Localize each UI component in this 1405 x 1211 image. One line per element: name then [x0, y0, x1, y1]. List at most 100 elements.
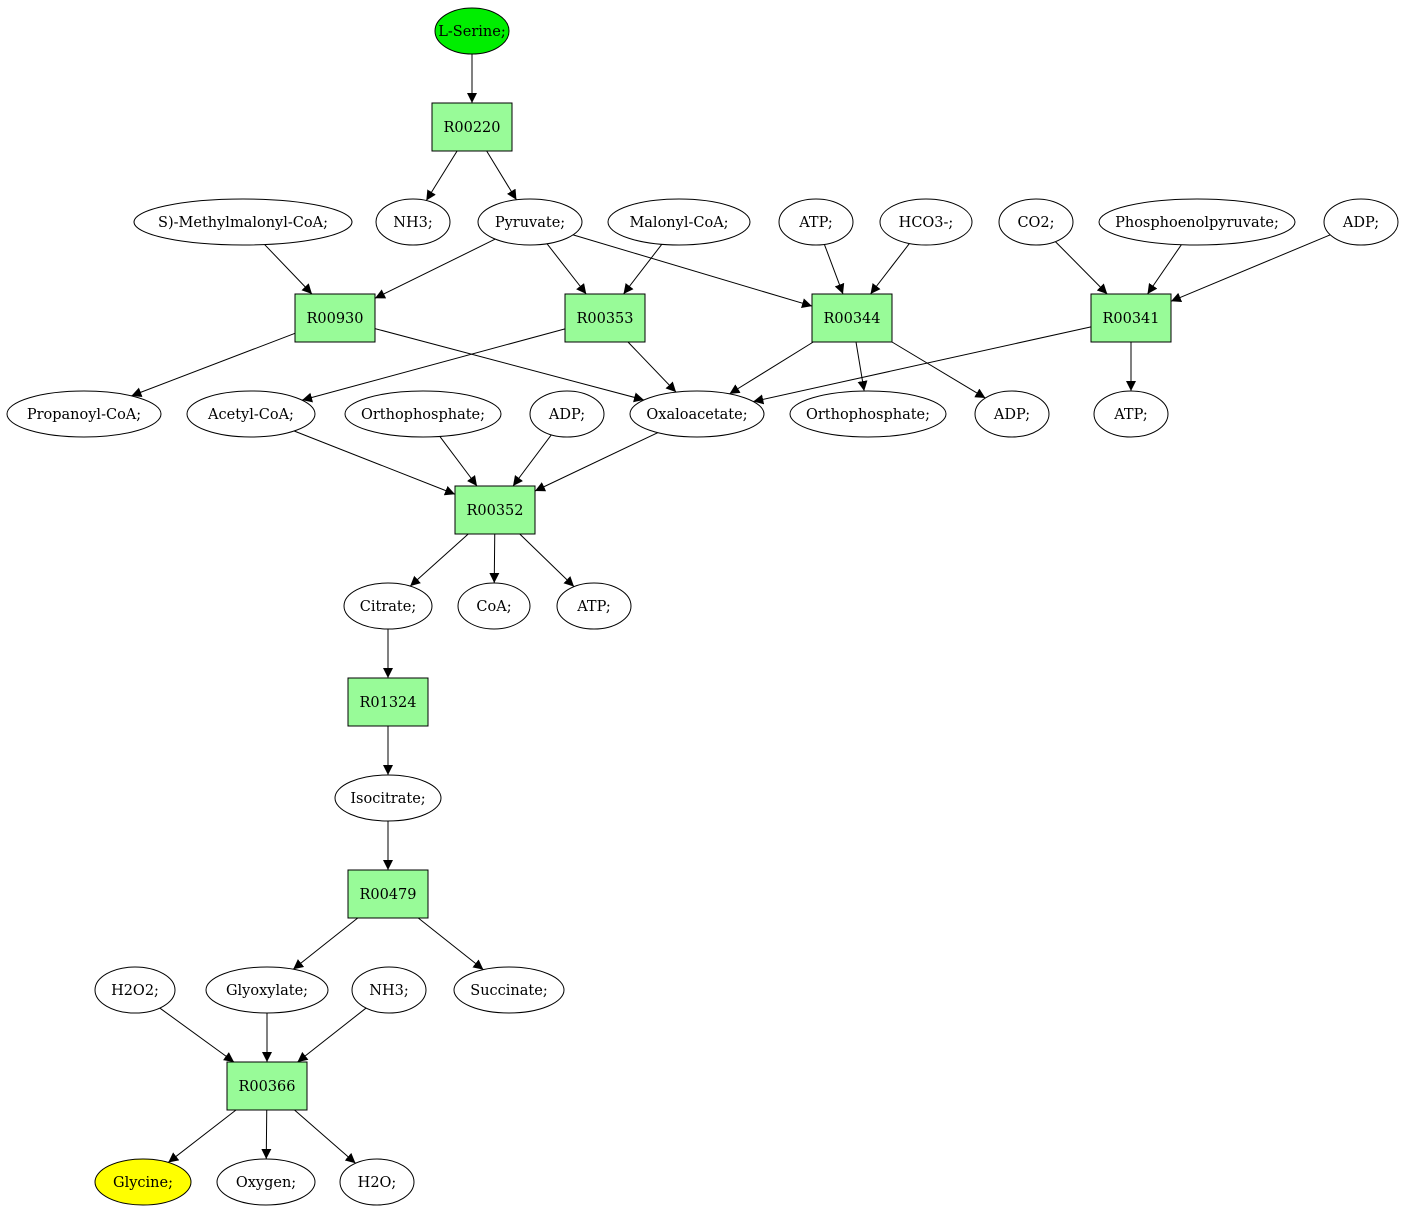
reaction-node-r00353[interactable]: R00353	[564, 293, 646, 343]
compound-node-ortho_b[interactable]: Orthophosphate;	[789, 390, 947, 438]
compound-ellipse	[94, 966, 176, 1014]
compound-node-h2o[interactable]: H2O;	[339, 1158, 415, 1206]
reaction-box	[347, 869, 429, 919]
compound-node-atp_b[interactable]: ATP;	[1093, 390, 1169, 438]
compound-node-acetyl[interactable]: Acetyl-CoA;	[186, 390, 316, 438]
node-label: ADP;	[1342, 215, 1379, 231]
node-label: CO2;	[1017, 215, 1054, 231]
edge-pyruvate-to-r00353	[546, 243, 587, 295]
compound-node-propanoyl[interactable]: Propanoyl-CoA;	[6, 390, 162, 438]
compound-node-co2[interactable]: CO2;	[998, 198, 1074, 246]
node-label: R00220	[443, 120, 500, 136]
node-label: Malonyl-CoA;	[629, 215, 728, 231]
edge-ortho_a-to-r00352	[439, 436, 478, 487]
reaction-box	[811, 293, 893, 343]
compound-ellipse	[1098, 198, 1296, 246]
edge-r00344-to-oxaloacetate	[729, 341, 814, 395]
reaction-box	[454, 485, 536, 535]
compound-ellipse	[343, 582, 433, 630]
compound-ellipse	[778, 198, 854, 246]
reaction-node-r00479[interactable]: R00479	[347, 869, 429, 919]
compound-node-nh3_a[interactable]: NH3;	[375, 198, 451, 246]
compound-node-citrate[interactable]: Citrate;	[343, 582, 433, 630]
node-label: R00341	[1102, 311, 1159, 327]
compound-node-serine[interactable]: L-Serine;	[434, 7, 510, 55]
compound-node-succinate[interactable]: Succinate;	[453, 966, 565, 1014]
compound-node-glyoxylate[interactable]: Glyoxylate;	[205, 966, 329, 1014]
edge-r00479-to-succinate	[417, 917, 484, 971]
node-label: L-Serine;	[438, 24, 505, 40]
compound-node-oxygen[interactable]: Oxygen;	[216, 1158, 316, 1206]
node-label: ADP;	[548, 407, 585, 423]
edge-adp_a-to-r00341	[1170, 234, 1331, 303]
compound-node-h2o2[interactable]: H2O2;	[94, 966, 176, 1014]
compound-node-oxaloacetate[interactable]: Oxaloacetate;	[629, 390, 765, 438]
reaction-box	[431, 102, 513, 152]
node-label: H2O;	[358, 1175, 397, 1191]
compound-node-atp_a[interactable]: ATP;	[778, 198, 854, 246]
compound-node-malonyl[interactable]: Malonyl-CoA;	[607, 198, 751, 246]
compound-ellipse	[351, 966, 427, 1014]
compound-node-adp_b[interactable]: ADP;	[529, 390, 605, 438]
edge-r00352-to-atp_c	[519, 533, 575, 587]
compound-node-coa[interactable]: CoA;	[457, 582, 531, 630]
compound-node-isocitrate[interactable]: Isocitrate;	[334, 774, 442, 822]
compound-ellipse	[453, 966, 565, 1014]
compound-ellipse	[1323, 198, 1399, 246]
compound-node-pep[interactable]: Phosphoenolpyruvate;	[1098, 198, 1296, 246]
edge-r00220-to-pyruvate	[486, 150, 517, 201]
compound-node-adp_c[interactable]: ADP;	[974, 390, 1050, 438]
node-label: HCO3-;	[899, 215, 954, 231]
node-label: H2O2;	[111, 983, 159, 999]
compound-node-methylmalonyl[interactable]: S)-Methylmalonyl-CoA;	[133, 198, 353, 246]
node-label: CoA;	[476, 599, 511, 615]
compound-ellipse	[434, 7, 510, 55]
compound-ellipse	[334, 774, 442, 822]
compound-node-pyruvate[interactable]: Pyruvate;	[477, 198, 583, 246]
reaction-node-r00366[interactable]: R00366	[226, 1061, 308, 1111]
reaction-node-r00341[interactable]: R00341	[1090, 293, 1172, 343]
node-label: Propanoyl-CoA;	[27, 407, 141, 423]
edge-r00479-to-glyoxylate	[292, 917, 359, 970]
edge-r00220-to-nh3_a	[425, 150, 458, 201]
compound-ellipse	[529, 390, 605, 438]
reaction-node-r00930[interactable]: R00930	[294, 293, 376, 343]
node-label: Phosphoenolpyruvate;	[1115, 215, 1279, 231]
edge-hco3-to-r00344	[870, 243, 910, 295]
compound-ellipse	[133, 198, 353, 246]
reaction-box	[294, 293, 376, 343]
edge-nh3_b-to-r00366	[297, 1007, 367, 1063]
node-label: R01324	[359, 695, 416, 711]
compound-ellipse	[375, 198, 451, 246]
edge-r00353-to-oxaloacetate	[627, 341, 677, 393]
compound-node-nh3_b[interactable]: NH3;	[351, 966, 427, 1014]
edge-r00930-to-propanoyl	[131, 332, 296, 397]
edge-pyruvate-to-r00930	[374, 238, 496, 299]
node-label: ADP;	[993, 407, 1030, 423]
compound-ellipse	[94, 1158, 192, 1206]
edge-r00352-to-citrate	[409, 533, 469, 587]
compound-ellipse	[344, 390, 502, 438]
compound-ellipse	[1093, 390, 1169, 438]
reaction-node-r00220[interactable]: R00220	[431, 102, 513, 152]
compound-ellipse	[556, 582, 632, 630]
edge-pep-to-r00341	[1147, 244, 1182, 295]
compound-node-glycine[interactable]: Glycine;	[94, 1158, 192, 1206]
node-label: Oxaloacetate;	[646, 407, 747, 423]
edge-pyruvate-to-r00344	[572, 234, 813, 309]
edge-r00366-to-oxygen	[261, 1109, 272, 1160]
reaction-node-r01324[interactable]: R01324	[347, 677, 429, 727]
reaction-node-r00352[interactable]: R00352	[454, 485, 536, 535]
edge-methylmalonyl-to-r00930	[264, 244, 313, 295]
reaction-box	[564, 293, 646, 343]
compound-node-ortho_a[interactable]: Orthophosphate;	[344, 390, 502, 438]
compound-node-hco3[interactable]: HCO3-;	[879, 198, 973, 246]
node-label: Acetyl-CoA;	[207, 407, 294, 423]
compound-node-atp_c[interactable]: ATP;	[556, 582, 632, 630]
node-label: R00479	[359, 887, 416, 903]
compound-ellipse	[457, 582, 531, 630]
compound-node-adp_a[interactable]: ADP;	[1323, 198, 1399, 246]
reaction-node-r00344[interactable]: R00344	[811, 293, 893, 343]
compound-ellipse	[998, 198, 1074, 246]
